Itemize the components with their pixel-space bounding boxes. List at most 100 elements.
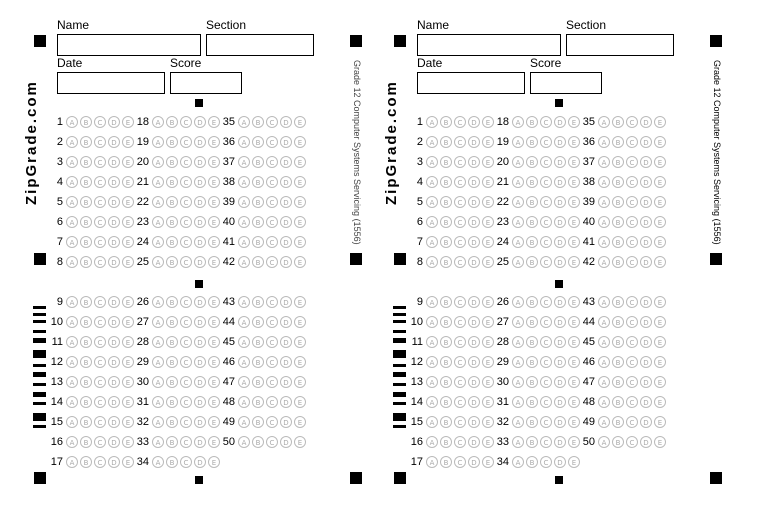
answer-bubble-d[interactable]: D: [194, 296, 206, 308]
answer-bubble-e[interactable]: E: [294, 216, 306, 228]
answer-bubble-d[interactable]: D: [554, 136, 566, 148]
answer-bubble-c[interactable]: C: [94, 116, 106, 128]
name-field[interactable]: [417, 34, 561, 56]
answer-bubble-d[interactable]: D: [554, 236, 566, 248]
answer-bubble-e[interactable]: E: [122, 396, 134, 408]
answer-bubble-e[interactable]: E: [208, 376, 220, 388]
answer-bubble-e[interactable]: E: [568, 416, 580, 428]
date-field[interactable]: [57, 72, 165, 94]
answer-bubble-c[interactable]: C: [454, 396, 466, 408]
answer-bubble-d[interactable]: D: [280, 296, 292, 308]
answer-bubble-e[interactable]: E: [568, 216, 580, 228]
answer-bubble-c[interactable]: C: [94, 396, 106, 408]
answer-bubble-d[interactable]: D: [108, 356, 120, 368]
answer-bubble-a[interactable]: A: [598, 216, 610, 228]
answer-bubble-b[interactable]: B: [526, 456, 538, 468]
answer-bubble-c[interactable]: C: [94, 376, 106, 388]
answer-bubble-a[interactable]: A: [152, 456, 164, 468]
answer-bubble-b[interactable]: B: [80, 336, 92, 348]
answer-bubble-a[interactable]: A: [152, 156, 164, 168]
answer-bubble-b[interactable]: B: [252, 176, 264, 188]
answer-bubble-d[interactable]: D: [194, 316, 206, 328]
answer-bubble-b[interactable]: B: [166, 176, 178, 188]
answer-bubble-c[interactable]: C: [540, 256, 552, 268]
answer-bubble-e[interactable]: E: [122, 216, 134, 228]
answer-bubble-e[interactable]: E: [122, 156, 134, 168]
answer-bubble-e[interactable]: E: [568, 136, 580, 148]
answer-bubble-c[interactable]: C: [266, 396, 278, 408]
answer-bubble-b[interactable]: B: [166, 136, 178, 148]
answer-bubble-a[interactable]: A: [66, 376, 78, 388]
answer-bubble-e[interactable]: E: [208, 216, 220, 228]
answer-bubble-d[interactable]: D: [640, 216, 652, 228]
answer-bubble-e[interactable]: E: [654, 256, 666, 268]
answer-bubble-b[interactable]: B: [166, 196, 178, 208]
answer-bubble-c[interactable]: C: [180, 256, 192, 268]
answer-bubble-e[interactable]: E: [568, 456, 580, 468]
answer-bubble-d[interactable]: D: [194, 216, 206, 228]
answer-bubble-a[interactable]: A: [512, 196, 524, 208]
answer-bubble-a[interactable]: A: [152, 116, 164, 128]
answer-bubble-b[interactable]: B: [440, 436, 452, 448]
answer-bubble-d[interactable]: D: [280, 336, 292, 348]
answer-bubble-a[interactable]: A: [238, 296, 250, 308]
answer-bubble-c[interactable]: C: [94, 316, 106, 328]
answer-bubble-c[interactable]: C: [626, 136, 638, 148]
answer-bubble-b[interactable]: B: [80, 356, 92, 368]
answer-bubble-c[interactable]: C: [454, 196, 466, 208]
answer-bubble-e[interactable]: E: [122, 116, 134, 128]
answer-bubble-c[interactable]: C: [94, 456, 106, 468]
answer-bubble-b[interactable]: B: [526, 216, 538, 228]
answer-bubble-a[interactable]: A: [66, 336, 78, 348]
answer-bubble-a[interactable]: A: [512, 436, 524, 448]
answer-bubble-e[interactable]: E: [568, 256, 580, 268]
answer-bubble-b[interactable]: B: [80, 196, 92, 208]
answer-bubble-a[interactable]: A: [598, 176, 610, 188]
answer-bubble-c[interactable]: C: [94, 256, 106, 268]
answer-bubble-e[interactable]: E: [482, 256, 494, 268]
answer-bubble-c[interactable]: C: [94, 236, 106, 248]
answer-bubble-e[interactable]: E: [482, 216, 494, 228]
answer-bubble-d[interactable]: D: [554, 116, 566, 128]
answer-bubble-c[interactable]: C: [454, 216, 466, 228]
answer-bubble-e[interactable]: E: [482, 356, 494, 368]
answer-bubble-b[interactable]: B: [526, 436, 538, 448]
answer-bubble-d[interactable]: D: [468, 136, 480, 148]
answer-bubble-e[interactable]: E: [294, 136, 306, 148]
answer-bubble-e[interactable]: E: [294, 296, 306, 308]
answer-bubble-a[interactable]: A: [512, 356, 524, 368]
answer-bubble-b[interactable]: B: [80, 236, 92, 248]
answer-bubble-b[interactable]: B: [612, 196, 624, 208]
answer-bubble-b[interactable]: B: [166, 336, 178, 348]
answer-bubble-b[interactable]: B: [252, 376, 264, 388]
answer-bubble-c[interactable]: C: [454, 436, 466, 448]
answer-bubble-c[interactable]: C: [454, 356, 466, 368]
answer-bubble-c[interactable]: C: [626, 216, 638, 228]
answer-bubble-d[interactable]: D: [108, 136, 120, 148]
answer-bubble-d[interactable]: D: [554, 376, 566, 388]
answer-bubble-d[interactable]: D: [468, 376, 480, 388]
answer-bubble-c[interactable]: C: [626, 376, 638, 388]
answer-bubble-d[interactable]: D: [640, 396, 652, 408]
answer-bubble-d[interactable]: D: [108, 436, 120, 448]
answer-bubble-e[interactable]: E: [568, 376, 580, 388]
answer-bubble-c[interactable]: C: [540, 156, 552, 168]
answer-bubble-b[interactable]: B: [80, 376, 92, 388]
answer-bubble-b[interactable]: B: [612, 296, 624, 308]
answer-bubble-e[interactable]: E: [482, 376, 494, 388]
answer-bubble-e[interactable]: E: [208, 356, 220, 368]
answer-bubble-e[interactable]: E: [568, 336, 580, 348]
answer-bubble-a[interactable]: A: [152, 236, 164, 248]
answer-bubble-a[interactable]: A: [426, 116, 438, 128]
answer-bubble-a[interactable]: A: [238, 196, 250, 208]
answer-bubble-d[interactable]: D: [280, 236, 292, 248]
answer-bubble-b[interactable]: B: [526, 336, 538, 348]
answer-bubble-c[interactable]: C: [540, 236, 552, 248]
answer-bubble-e[interactable]: E: [122, 376, 134, 388]
answer-bubble-a[interactable]: A: [152, 396, 164, 408]
answer-bubble-a[interactable]: A: [66, 436, 78, 448]
answer-bubble-e[interactable]: E: [482, 196, 494, 208]
answer-bubble-e[interactable]: E: [482, 396, 494, 408]
answer-bubble-c[interactable]: C: [626, 356, 638, 368]
answer-bubble-d[interactable]: D: [468, 436, 480, 448]
